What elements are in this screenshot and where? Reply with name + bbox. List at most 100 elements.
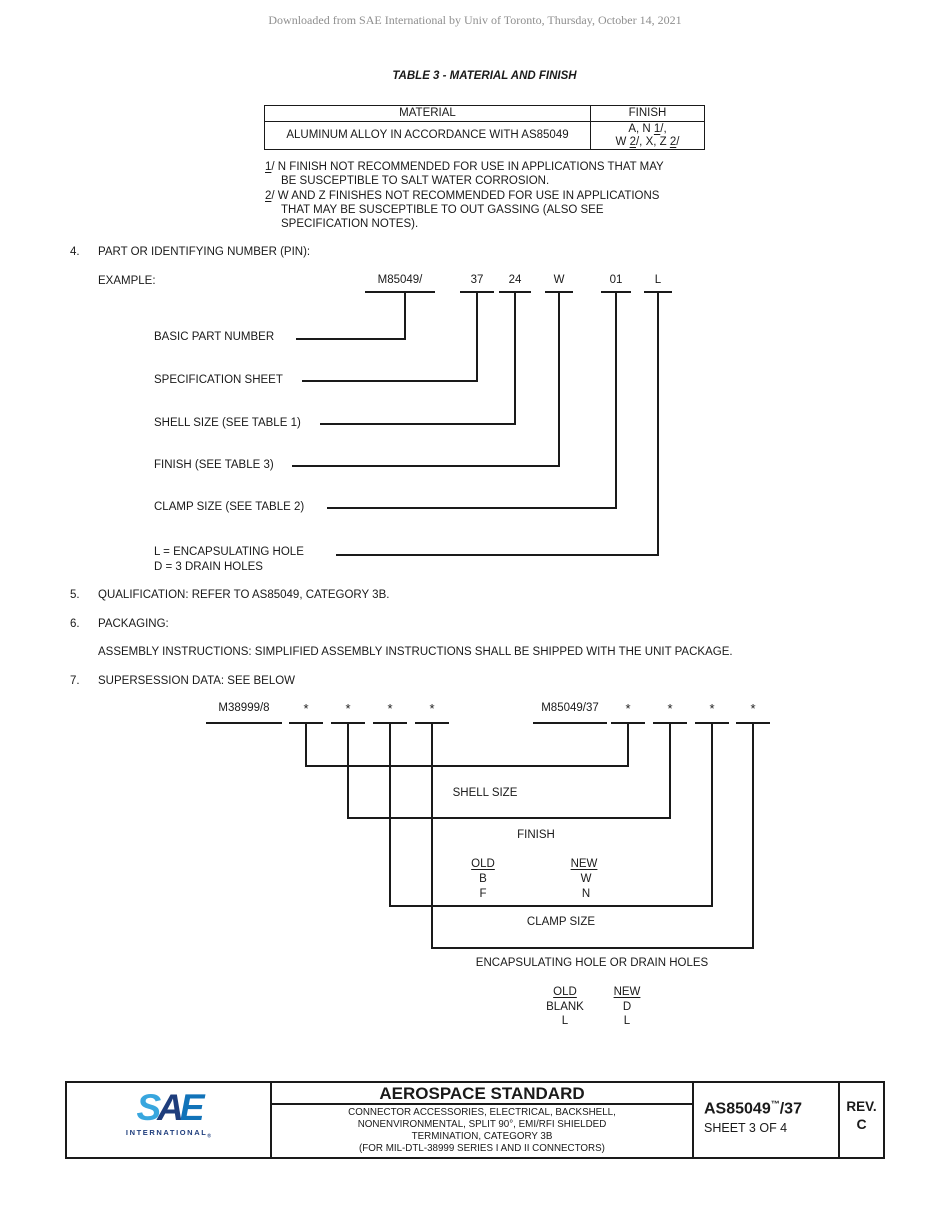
section-5-heading: QUALIFICATION: REFER TO AS85049, CATEGOR… <box>98 589 390 601</box>
leader-vertical-sheet <box>476 292 478 382</box>
leader-horizontal-finish <box>292 465 560 467</box>
bracket2-bottom <box>347 817 671 819</box>
revision-label: REV. <box>846 1099 877 1114</box>
bracket3-bottom <box>389 905 713 907</box>
bracket4-left <box>431 724 433 949</box>
footer-divider-2 <box>692 1083 694 1157</box>
callout-finish: FINISH (SEE TABLE 3) <box>154 459 274 471</box>
footnote-2-line-1: 2/ W AND Z FINISHES NOT RECOMMENDED FOR … <box>265 190 660 202</box>
leader-vertical-clamp <box>615 292 617 509</box>
new-star-2: * <box>667 701 673 716</box>
finish-map-new-header: NEW <box>570 858 598 870</box>
bracket4-right <box>752 724 754 949</box>
old-star-2: * <box>345 701 351 716</box>
pin-segment-finish: W <box>553 274 565 286</box>
bracket1-left <box>305 724 307 767</box>
finish-map-new-n: N <box>581 888 591 900</box>
description-line-4: (FOR MIL-DTL-38999 SERIES I AND II CONNE… <box>359 1143 605 1154</box>
leader-horizontal-hole <box>336 554 659 556</box>
new-star-4: * <box>750 701 756 716</box>
finish-map-old-b: B <box>479 873 487 885</box>
hole-legend-line-2: D = 3 DRAIN HOLES <box>154 561 263 573</box>
footnote-1-line-1: 1/ N FINISH NOT RECOMMENDED FOR USE IN A… <box>265 161 664 173</box>
supersession-shell-size-label: SHELL SIZE <box>452 787 518 799</box>
table3-finish-value: A, N 1/, W 2/, X, Z 2/ <box>591 122 704 149</box>
finish-map-old-f: F <box>479 888 487 900</box>
bracket3-left <box>389 724 391 907</box>
callout-basic-part-number: BASIC PART NUMBER <box>154 331 275 343</box>
pin-segment-clamp: 01 <box>609 274 623 286</box>
aerospace-standard-title: AEROSPACE STANDARD <box>272 1083 692 1105</box>
sheet-number: SHEET 3 OF 4 <box>704 1121 788 1136</box>
leader-horizontal-basic <box>296 338 406 340</box>
footer-divider-1 <box>270 1083 272 1157</box>
sae-logo-letters: SAE <box>136 1087 204 1128</box>
example-label: EXAMPLE: <box>98 275 156 287</box>
finish-map-new-w: W <box>580 873 592 885</box>
footer-divider-3 <box>838 1083 840 1157</box>
leader-vertical-hole <box>657 292 659 556</box>
new-star-1-underline <box>611 722 645 724</box>
section-7-number: 7. <box>70 675 80 687</box>
pin-segment-hole: L <box>654 274 662 286</box>
bracket3-right <box>711 724 713 907</box>
section-6-number: 6. <box>70 618 80 630</box>
encap-map-old-header: OLD <box>553 986 577 998</box>
pin-segment-basic: M85049/ <box>377 274 423 286</box>
callout-shell-size: SHELL SIZE (SEE TABLE 1) <box>154 417 301 429</box>
bracket1-right <box>627 724 629 767</box>
hole-legend-line-1: L = ENCAPSULATING HOLE <box>154 546 304 558</box>
description-line-3: TERMINATION, CATEGORY 3B <box>411 1131 553 1142</box>
bracket2-left <box>347 724 349 819</box>
section-7-heading: SUPERSESSION DATA: SEE BELOW <box>98 675 296 687</box>
footer-title-block: SAE INTERNATIONAL® AEROSPACE STANDARD CO… <box>65 1081 885 1159</box>
old-part-underline <box>206 722 282 724</box>
old-part-number: M38999/8 <box>218 702 270 714</box>
leader-vertical-finish <box>558 292 560 467</box>
finish-line-1: A, N 1/, <box>628 123 667 135</box>
table3-data-row: ALUMINUM ALLOY IN ACCORDANCE WITH AS8504… <box>265 122 704 149</box>
sae-logo: SAE INTERNATIONAL® <box>67 1089 270 1140</box>
section-4-heading: PART OR IDENTIFYING NUMBER (PIN): <box>98 246 311 258</box>
section-5-number: 5. <box>70 589 80 601</box>
callout-hole-legend: L = ENCAPSULATING HOLE D = 3 DRAIN HOLES <box>154 545 304 575</box>
encap-map-old-l: L <box>561 1015 569 1027</box>
old-star-1: * <box>303 701 309 716</box>
footnote-2-line-2: THAT MAY BE SUSCEPTIBLE TO OUT GASSING (… <box>281 204 604 216</box>
description-line-2: NONENVIRONMENTAL, SPLIT 90°, EMI/RFI SHI… <box>357 1119 607 1130</box>
pin-segment-shell: 24 <box>508 274 522 286</box>
encap-map-new-header: NEW <box>613 986 641 998</box>
supersession-encap-label: ENCAPSULATING HOLE OR DRAIN HOLES <box>475 957 709 969</box>
new-star-3: * <box>709 701 715 716</box>
old-star-4-underline <box>415 722 449 724</box>
standard-description: CONNECTOR ACCESSORIES, ELECTRICAL, BACKS… <box>272 1107 692 1155</box>
bracket4-bottom <box>431 947 754 949</box>
table3-material-value: ALUMINUM ALLOY IN ACCORDANCE WITH AS8504… <box>265 122 591 149</box>
leader-horizontal-clamp <box>327 507 617 509</box>
finish-line-2: W 2/, X, Z 2/ <box>615 136 680 148</box>
table3-header-material: MATERIAL <box>265 106 591 121</box>
section-4-number: 4. <box>70 246 80 258</box>
encap-map-new-l: L <box>623 1015 631 1027</box>
assembly-instructions-text: ASSEMBLY INSTRUCTIONS: SIMPLIFIED ASSEMB… <box>98 646 733 658</box>
bracket2-right <box>669 724 671 819</box>
new-star-2-underline <box>653 722 687 724</box>
table3: MATERIAL FINISH ALUMINUM ALLOY IN ACCORD… <box>264 105 705 150</box>
old-star-3-underline <box>373 722 407 724</box>
finish-map-old-header: OLD <box>471 858 495 870</box>
footnote-2-line-3: SPECIFICATION NOTES). <box>281 218 419 230</box>
new-star-4-underline <box>736 722 770 724</box>
sae-logo-subtitle: INTERNATIONAL® <box>125 1128 212 1140</box>
callout-specification-sheet: SPECIFICATION SHEET <box>154 374 283 386</box>
leader-vertical-basic <box>404 292 406 340</box>
table3-header-row: MATERIAL FINISH <box>265 106 704 122</box>
document-number-cell: AS85049™/37 SHEET 3 OF 4 <box>694 1083 838 1157</box>
pin-segment-sheet: 37 <box>470 274 484 286</box>
new-part-number: M85049/37 <box>541 702 599 714</box>
download-watermark: Downloaded from SAE International by Uni… <box>268 13 682 27</box>
old-star-2-underline <box>331 722 365 724</box>
leader-horizontal-shell <box>320 423 516 425</box>
leader-horizontal-sheet <box>302 380 478 382</box>
leader-vertical-shell <box>514 292 516 425</box>
